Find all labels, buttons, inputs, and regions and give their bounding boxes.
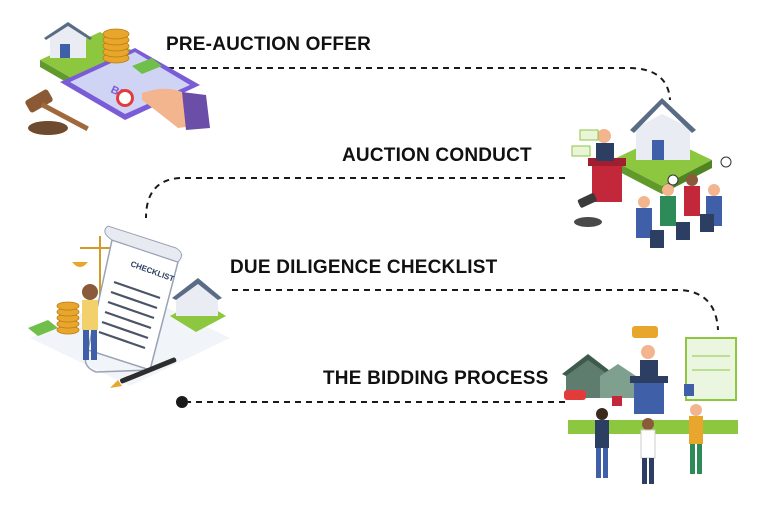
step-title-pre-auction-offer: PRE-AUCTION OFFER (166, 34, 372, 55)
checklist-scroll-icon: CHECKLIST (28, 225, 230, 388)
step-title-due-diligence-checklist: DUE DILIGENCE CHECKLIST (230, 257, 498, 278)
auctioneer-crowd-icon (571, 98, 732, 248)
step-title-bidding-process: THE BIDDING PROCESS (323, 368, 549, 389)
step-title-auction-conduct: AUCTION CONDUCT (342, 145, 532, 166)
bidding-paddles-crowd-icon (562, 326, 738, 484)
connector-path (145, 67, 719, 403)
bid-phone-gavel-house-icon: BID (25, 22, 210, 135)
path-end-dot (176, 396, 188, 408)
